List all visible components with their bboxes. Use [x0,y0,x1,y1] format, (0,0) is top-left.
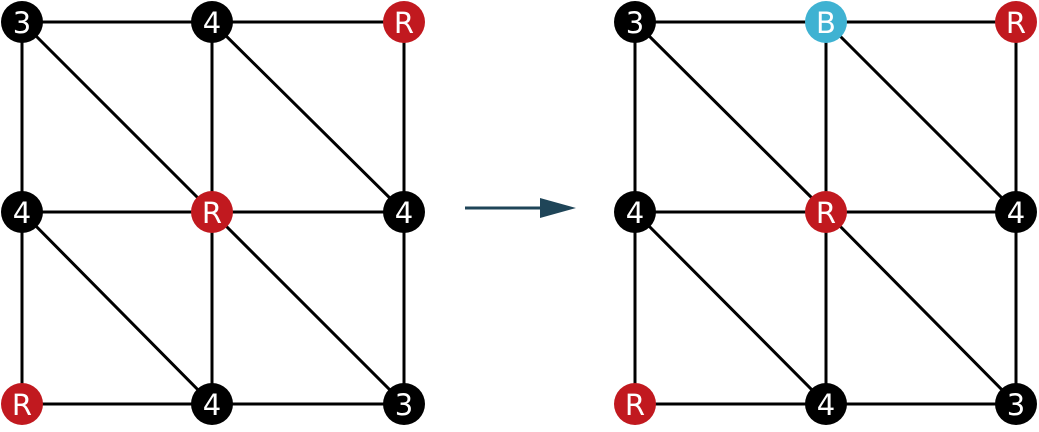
edge-ml-bm [20,210,214,406]
edge-mm-br [824,210,1018,406]
node-circle [805,383,847,425]
edge-tl-mm [20,20,214,214]
node-label: 4 [1007,196,1025,230]
node-label: R [12,388,32,422]
edge-tm-mr [210,20,406,214]
node-label: R [202,196,222,230]
node-br: 3 [383,383,425,425]
node-tl: 3 [614,1,656,43]
node-circle [191,383,233,425]
node-label: 4 [626,196,644,230]
node-circle [191,191,233,233]
node-label: B [816,6,836,40]
node-circle [191,1,233,43]
edge-tl-mm [633,20,828,214]
node-br: 3 [995,383,1037,425]
node-tm: B [805,1,847,43]
edge-ml-bm [633,210,828,406]
node-tm: 4 [191,1,233,43]
node-ml: 4 [1,191,43,233]
node-bm: 4 [805,383,847,425]
node-circle [1,383,43,425]
transition-arrow [465,198,576,218]
node-circle [995,383,1037,425]
node-mm: R [191,191,233,233]
node-mr: 4 [995,191,1037,233]
node-circle [614,383,656,425]
node-mm: R [805,191,847,233]
node-label: 4 [395,196,413,230]
edge-tm-mr [824,20,1018,214]
node-tr: R [383,1,425,43]
node-label: R [1006,6,1026,40]
node-label: 3 [626,6,644,40]
node-label: 4 [13,196,31,230]
node-circle [995,1,1037,43]
node-tl: 3 [1,1,43,43]
node-label: 3 [13,6,31,40]
node-label: R [394,6,414,40]
node-label: 4 [203,6,221,40]
node-label: 4 [817,388,835,422]
node-label: 3 [395,388,413,422]
edges [20,20,406,406]
node-circle [995,191,1037,233]
node-circle [805,191,847,233]
node-tr: R [995,1,1037,43]
node-circle [1,191,43,233]
edges [633,20,1018,406]
node-label: 4 [203,388,221,422]
node-circle [614,191,656,233]
node-circle [383,383,425,425]
node-circle [805,1,847,43]
node-mr: 4 [383,191,425,233]
arrow-head-icon [540,198,576,218]
node-bl: R [1,383,43,425]
node-bl: R [614,383,656,425]
node-label: 3 [1007,388,1025,422]
node-bm: 4 [191,383,233,425]
node-circle [614,1,656,43]
node-circle [383,191,425,233]
node-ml: 4 [614,191,656,233]
node-circle [383,1,425,43]
edge-mm-br [210,210,406,406]
node-label: R [816,196,836,230]
node-label: R [625,388,645,422]
node-circle [1,1,43,43]
